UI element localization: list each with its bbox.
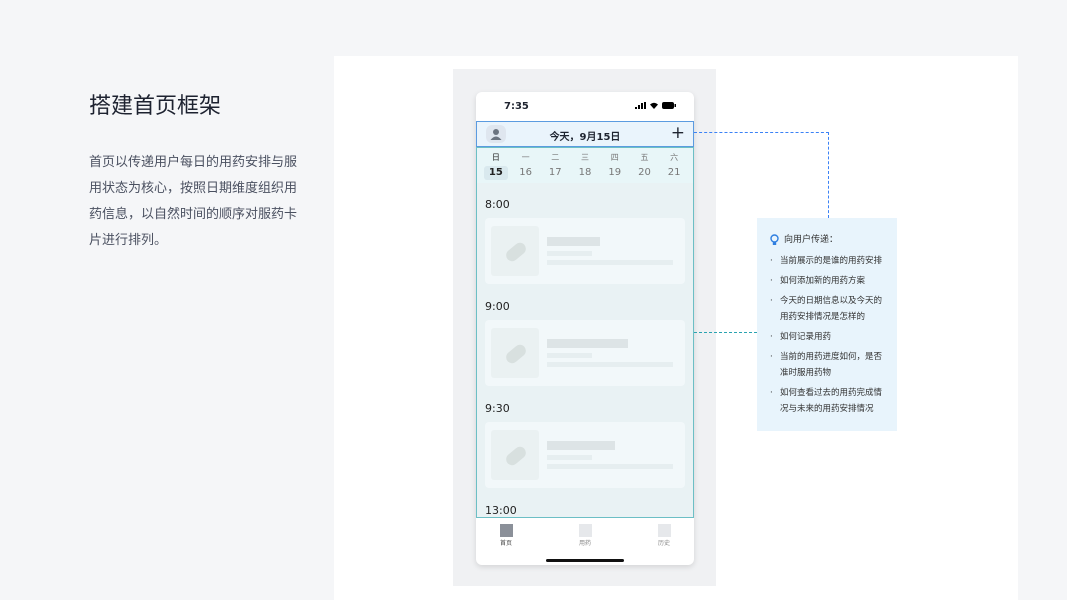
date-20[interactable]: 五 20 [630, 148, 660, 183]
day-number: 20 [638, 167, 651, 178]
tab-label: 用药 [578, 540, 591, 547]
weekday-label: 六 [670, 153, 679, 162]
tab-label: 首页 [499, 540, 512, 547]
time-label: 13:00 [485, 504, 517, 517]
page-title: 搭建首页框架 [89, 94, 222, 119]
medication-card[interactable] [485, 320, 685, 386]
date-17[interactable]: 二 17 [540, 148, 570, 183]
connector-line [694, 332, 757, 333]
status-icons [635, 102, 676, 109]
weekday-label: 五 [640, 153, 649, 162]
status-bar: 7:35 [476, 92, 694, 121]
weekday-label: 三 [581, 153, 590, 162]
medication-icon [578, 524, 592, 537]
day-number: 18 [578, 167, 592, 178]
lightbulb-icon [770, 234, 779, 245]
history-icon [657, 524, 671, 537]
pill-icon [503, 444, 529, 468]
medication-schedule-list[interactable]: 8:00 9:00 9:30 13:00 [476, 183, 694, 518]
add-medication-button[interactable]: + [670, 123, 685, 143]
avatar-button[interactable] [486, 125, 506, 143]
day-number: 19 [608, 167, 622, 178]
signal-icon [635, 102, 646, 109]
callout-item: 当前展示的是谁的用药安排 [770, 253, 891, 269]
page-description: 首页以传递用户每日的用药安排与服用状态为核心，按照日期维度组织用药信息，以自然时… [89, 155, 298, 248]
weekday-label: 二 [551, 153, 560, 162]
home-header: 今天，9月15日 + [476, 121, 694, 147]
date-21[interactable]: 六 21 [659, 148, 689, 183]
weekday-label: 一 [521, 153, 530, 162]
tab-history[interactable]: 历史 [644, 524, 684, 548]
annotation-callout: 向用户传递： 当前展示的是谁的用药安排如何添加新的用药方案今天的日期信息以及今天… [757, 218, 897, 431]
week-date-strip: 日 15 一 16 二 17 三 18 四 19 五 20 六 21 [476, 147, 694, 184]
weekday-label: 日 [491, 153, 500, 162]
time-label: 8:00 [485, 198, 510, 211]
weekday-label: 四 [610, 153, 619, 162]
day-number: 16 [519, 167, 532, 178]
pill-icon [503, 240, 529, 264]
phone-mockup: 7:35 今天，9月15日 + 日 15 一 16 二 17 三 18 四 19 五 20 六 21 8:… [476, 92, 694, 565]
callout-heading: 向用户传递： [784, 235, 839, 245]
status-time: 7:35 [504, 101, 529, 112]
tab-medication[interactable]: 用药 [565, 524, 605, 548]
date-16[interactable]: 一 16 [511, 148, 541, 183]
wifi-icon [650, 102, 658, 109]
medication-card[interactable] [485, 422, 685, 488]
home-icon [499, 524, 513, 537]
battery-icon [662, 102, 676, 109]
tab-home[interactable]: 首页 [486, 524, 526, 548]
date-15[interactable]: 日 15 [481, 148, 511, 183]
home-indicator [546, 559, 624, 562]
tab-label: 历史 [657, 540, 670, 547]
tab-bar: 首页 用药 历史 [476, 518, 694, 565]
header-date-title: 今天，9月15日 [549, 132, 621, 143]
pill-thumbnail [491, 226, 539, 276]
medication-card[interactable] [485, 218, 685, 284]
day-number: 17 [548, 167, 562, 178]
time-label: 9:00 [485, 300, 510, 313]
day-number: 15 [483, 166, 508, 180]
pill-thumbnail [491, 328, 539, 378]
time-label: 9:30 [485, 402, 510, 415]
day-number: 21 [667, 167, 681, 178]
pill-thumbnail [491, 430, 539, 480]
connector-line [828, 132, 829, 218]
callout-item: 如何记录用药 [770, 329, 891, 345]
date-19[interactable]: 四 19 [600, 148, 630, 183]
callout-item: 如何添加新的用药方案 [770, 273, 891, 289]
user-icon [490, 129, 502, 140]
date-18[interactable]: 三 18 [570, 148, 600, 183]
connector-line [694, 132, 829, 133]
callout-list: 当前展示的是谁的用药安排如何添加新的用药方案今天的日期信息以及今天的用药安排情况… [770, 253, 891, 417]
pill-icon [503, 342, 529, 366]
